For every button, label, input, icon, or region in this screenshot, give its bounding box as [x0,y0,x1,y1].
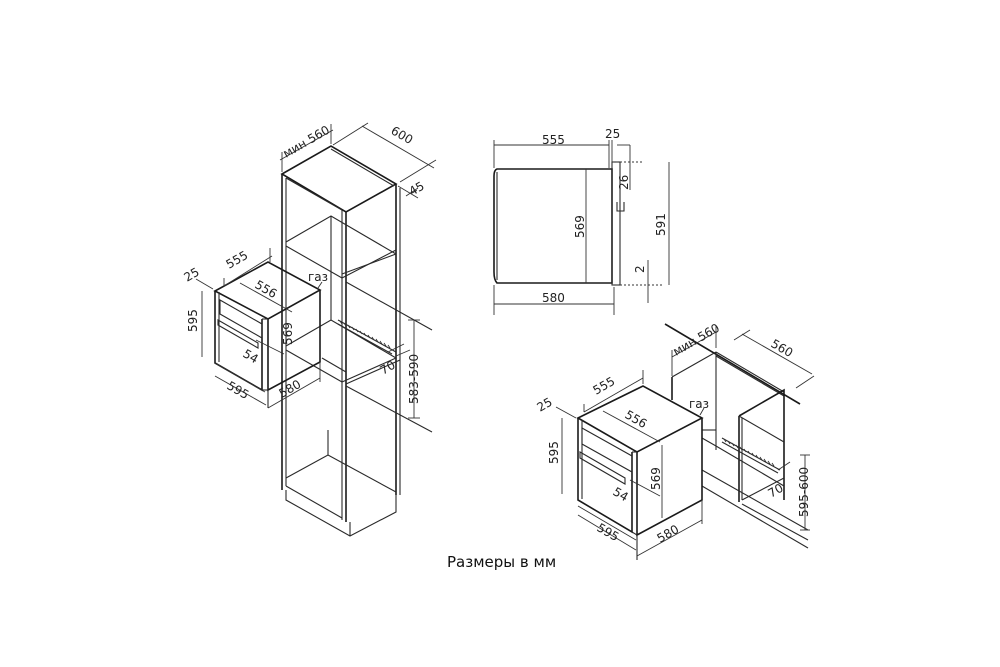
label-side-body-height: 569 [573,215,587,238]
tall-cabinet-drawing: мин 560 600 45 583-590 70 [279,122,437,537]
label-vent-gap: 70 [378,358,398,378]
label-r-oven-inner-depth: 556 [623,407,650,431]
label-oven-depth-body: 555 [224,248,251,272]
label-r-oven-height: 595 [547,441,561,464]
label-oven-body-height: 569 [281,322,295,345]
oven-left-drawing: 555 25 556 595 569 54 595 580 газ [182,248,328,409]
label-oven-total-depth: 580 [277,377,304,401]
label-min-width: мин 560 [281,123,333,161]
label-niche-height: 583-590 [407,354,421,404]
label-r-oven-handle: 54 [611,484,631,504]
label-oven-height: 595 [186,309,200,332]
label-side-front-height: 591 [654,213,668,236]
side-view-drawing: 555 25 26 569 591 2 580 [493,127,670,315]
label-r-oven-door: 25 [535,395,555,415]
label-side-door: 25 [605,127,620,141]
label-r-gas: газ [689,397,709,411]
label-r-oven-depth-body: 555 [591,374,618,398]
label-under-niche-height: 595-600 [797,467,811,517]
label-side-total-depth: 580 [542,291,565,305]
undercounter-cabinet-drawing: мин 560 560 595-600 70 [664,321,815,549]
caption-units: Размеры в мм [447,553,557,571]
label-oven-handle: 54 [241,346,261,366]
label-oven-door: 25 [182,265,202,285]
label-under-vent-gap: 70 [766,481,786,501]
label-side-bottom-offset: 2 [633,265,647,273]
label-back-gap: 45 [407,179,427,199]
label-gas: газ [308,270,328,284]
label-r-oven-body-height: 569 [649,467,663,490]
label-side-depth-body: 555 [542,133,565,147]
label-side-top-offset: 26 [617,175,631,190]
oven-right-drawing: 555 25 556 595 569 54 595 580 газ [535,370,709,560]
label-r-oven-total-depth: 580 [655,522,682,546]
